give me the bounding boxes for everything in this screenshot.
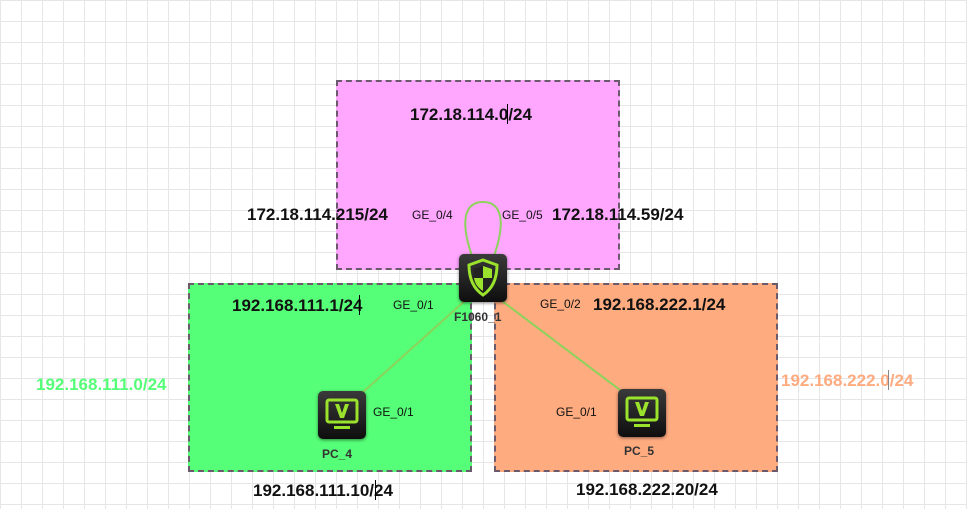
text-cursor xyxy=(359,295,360,315)
zone-172-18-114[interactable] xyxy=(336,80,620,270)
link-ge04-ge05-loop[interactable] xyxy=(464,200,502,257)
ge01-ip-label: 192.168.111.1/24 xyxy=(232,296,363,315)
pc5-device[interactable] xyxy=(618,389,666,437)
zone-left-label: 192.168.111.0/24 xyxy=(36,375,167,394)
monitor-icon xyxy=(625,396,659,427)
ge02-port-label: GE_0/2 xyxy=(540,297,581,311)
ge01-port-label: GE_0/1 xyxy=(393,298,434,312)
link-firewall-pc5[interactable] xyxy=(497,297,625,394)
ge04-port-label: GE_0/4 xyxy=(412,208,453,222)
pc4-name-label: PC_4 xyxy=(322,447,353,461)
pc5-ip-label: 192.168.222.20/24 xyxy=(576,480,718,499)
zone-right-label: 192.168.222.0/24 xyxy=(781,371,914,390)
pc5-name-label: PC_5 xyxy=(624,444,655,458)
ge04-ip-label: 172.18.114.215/24 xyxy=(247,205,388,224)
firewall-name-label: F1060_1 xyxy=(454,310,502,324)
shield-icon xyxy=(467,258,499,297)
zone-top-label: 172.18.114.0/24 xyxy=(410,105,532,124)
zone-192-168-222[interactable] xyxy=(494,283,778,472)
text-cursor xyxy=(507,104,508,124)
pc4-port-label: GE_0/1 xyxy=(373,405,414,419)
pc4-device[interactable] xyxy=(318,391,366,439)
text-cursor xyxy=(888,370,889,390)
ge02-ip-label: 192.168.222.1/24 xyxy=(593,295,726,314)
ge05-port-label: GE_0/5 xyxy=(502,208,543,222)
link-firewall-pc4[interactable] xyxy=(361,297,469,394)
firewall-device[interactable] xyxy=(459,254,507,302)
text-cursor xyxy=(375,480,376,500)
zone-192-168-111[interactable] xyxy=(188,283,472,472)
ge05-ip-label: 172.18.114.59/24 xyxy=(552,205,684,224)
monitor-icon xyxy=(325,398,359,429)
pc5-port-label: GE_0/1 xyxy=(556,405,597,419)
pc4-ip-label: 192.168.111.10/24 xyxy=(253,481,393,500)
